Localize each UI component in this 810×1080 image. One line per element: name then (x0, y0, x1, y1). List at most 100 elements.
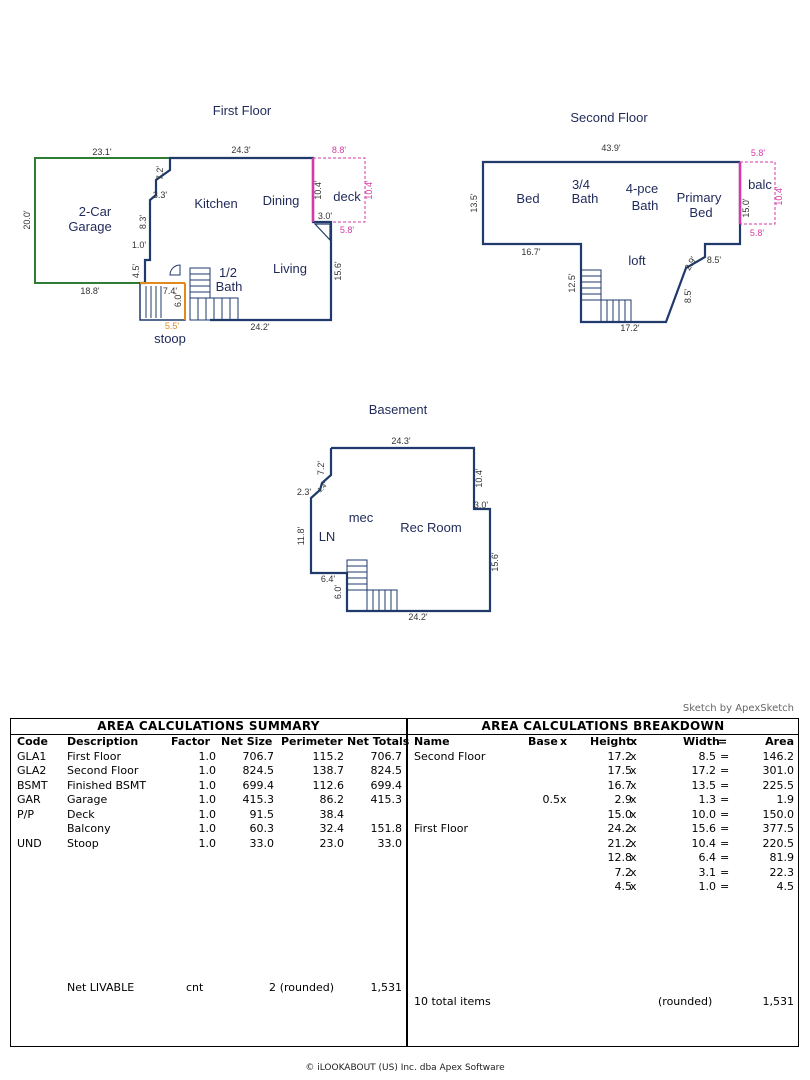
basement-title: Basement (369, 402, 428, 417)
breakdown-header-row: Name Base x Height x Width = Area (408, 735, 798, 750)
corner-fireplace (313, 223, 331, 242)
dim-label: 1.0' (132, 240, 147, 250)
room-loft: loft (628, 253, 646, 268)
summary-cell-net-total: 824.5 (370, 764, 403, 777)
deck-outline (313, 157, 366, 223)
dim-label: 8.5' (707, 255, 722, 265)
breakdown-cell-area: 150.0 (762, 807, 795, 821)
summary-header-net-totals: Net Totals (347, 735, 410, 748)
breakdown-cell-name: Second Floor (414, 749, 486, 763)
breakdown-cell-area: 301.0 (762, 764, 795, 777)
breakdown-cell-equals: = (720, 865, 730, 879)
breakdown-cell-area: 22.3 (769, 865, 795, 879)
net-livable-total: 1,531 (370, 981, 403, 994)
room-three-quarter-bath-2: Bath (572, 191, 599, 206)
dim-label: 15.0' (741, 198, 751, 218)
breakdown-cell-height: 15.0 (607, 807, 633, 821)
net-livable-label: Net LIVABLE (67, 981, 135, 994)
dim-label: 12.5' (567, 273, 577, 293)
net-livable-count: 2 (269, 981, 276, 994)
garage-wall (34, 157, 170, 284)
dim-label: 7.2' (316, 461, 326, 476)
balcony-outline (740, 161, 776, 225)
breakdown-cell-equals: = (720, 793, 730, 806)
breakdown-cell-x2: x (630, 807, 637, 821)
net-livable-cnt-label: cnt (186, 981, 204, 994)
dim-label: 7.2' (155, 166, 165, 181)
summary-cell-description: Balcony (67, 822, 111, 835)
room-balcony: balc (748, 177, 772, 192)
dim-label: 3.3' (153, 190, 168, 200)
summary-cell-net-total: 33.0 (377, 836, 403, 850)
room-garage-1: 2-Car (79, 204, 112, 219)
breakdown-cell-equals: = (720, 851, 730, 864)
dim-label: 16.7' (521, 247, 541, 257)
summary-cell-net-total: 699.4 (370, 778, 403, 792)
summary-cell-perimeter: 32.4 (319, 822, 345, 835)
summary-title: AREA CALCULATIONS SUMMARY (11, 719, 406, 735)
breakdown-cell-x2: x (630, 836, 637, 850)
breakdown-cell-width: 15.6 (691, 822, 717, 835)
dim-label: 2.3' (297, 487, 312, 497)
total-items-label: 10 total items (414, 995, 491, 1008)
breakdown-cell-width: 17.2 (691, 764, 717, 777)
breakdown-cell-area: 4.5 (776, 880, 795, 893)
breakdown-header-name: Name (414, 735, 450, 748)
room-primary-bed-1: Primary (677, 190, 722, 205)
dim-label: 5.8' (751, 148, 766, 158)
summary-cell-description: Stoop (67, 836, 99, 850)
second-floor-stairs (580, 269, 632, 323)
breakdown-cell-width: 10.0 (691, 807, 717, 821)
breakdown-cell-width: 1.3 (698, 793, 717, 806)
summary-cell-net-size: 824.5 (242, 764, 275, 777)
breakdown-cell-width: 10.4 (691, 836, 717, 850)
breakdown-cell-height: 17.2 (607, 749, 633, 763)
room-primary-bed-2: Bed (689, 205, 712, 220)
dim-label: 43.9' (601, 143, 621, 153)
area-summary-panel: AREA CALCULATIONS SUMMARY Code Descripti… (11, 719, 410, 1046)
room-deck: deck (333, 189, 361, 204)
summary-cell-description: Finished BSMT (67, 778, 147, 792)
breakdown-rounded-label: (rounded) (658, 995, 713, 1008)
summary-cell-factor: 1.0 (198, 778, 217, 792)
summary-cell-net-total: 706.7 (370, 749, 403, 763)
net-livable-rounded: (rounded) (279, 981, 334, 994)
dim-label: 24.3' (231, 145, 251, 155)
copyright-footer: © iLOOKABOUT (US) Inc. dba Apex Software (305, 1063, 505, 1073)
summary-cell-factor: 1.0 (198, 822, 217, 835)
breakdown-cell-equals: = (720, 778, 730, 792)
summary-cell-code: P/P (17, 807, 34, 821)
summary-cell-net-size: 91.5 (249, 807, 275, 821)
summary-cell-factor: 1.0 (198, 807, 217, 821)
summary-header-code: Code (17, 735, 48, 748)
summary-footer-row: Net LIVABLE cnt 2 (rounded) 1,531 (11, 981, 406, 996)
room-living: Living (273, 261, 307, 276)
dim-label: 15.6' (490, 552, 500, 572)
breakdown-cell-equals: = (720, 836, 730, 850)
breakdown-cell-width: 1.0 (698, 880, 717, 893)
summary-cell-code: GAR (17, 793, 41, 806)
breakdown-header-equals: = (718, 735, 728, 748)
summary-cell-factor: 1.0 (198, 836, 217, 850)
breakdown-cell-equals: = (720, 807, 730, 821)
summary-cell-factor: 1.0 (198, 764, 217, 777)
breakdown-cell-area: 81.9 (769, 851, 795, 864)
dim-label: 24.2' (250, 322, 270, 332)
dim-label: 6.0' (333, 585, 343, 600)
summary-cell-net-size: 706.7 (242, 749, 275, 763)
summary-cell-perimeter: 115.2 (312, 749, 345, 763)
breakdown-cell-height: 12.8 (607, 851, 633, 864)
dim-label: 2.9' (683, 255, 699, 273)
room-four-piece-bath-1: 4-pce (626, 181, 659, 196)
area-breakdown-panel: AREA CALCULATIONS BREAKDOWN Name Base x … (408, 719, 798, 1046)
breakdown-footer-row: 10 total items (rounded) 1,531 (408, 995, 798, 1010)
dim-label: 4.5' (131, 264, 141, 279)
breakdown-title: AREA CALCULATIONS BREAKDOWN (408, 719, 798, 735)
